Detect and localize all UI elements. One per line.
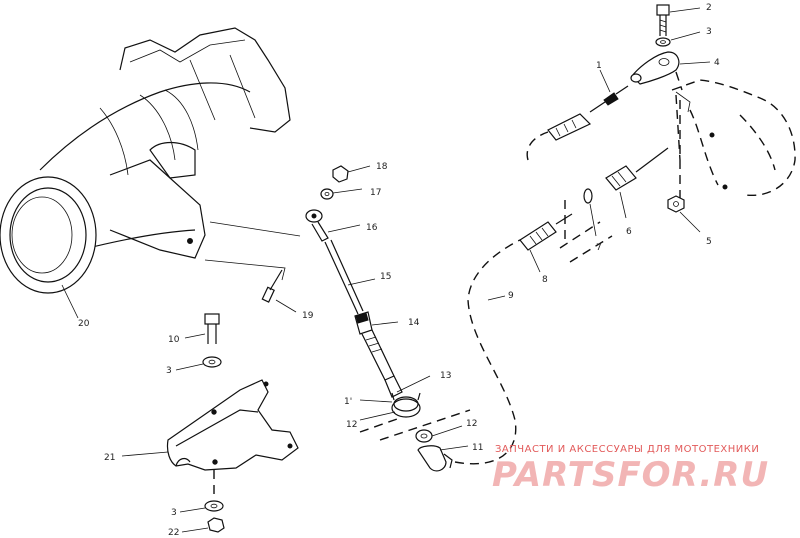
callout-11-upper: 1' [344,397,352,407]
callout-12-left: 12 [346,420,357,430]
callout-13: 13 [440,371,451,381]
part-11-housing [359,392,421,418]
callout-11-lower: 11 [472,443,483,453]
callout-5: 5 [706,237,712,247]
part-16-rod-end [305,209,361,242]
callout-1: 1 [596,61,602,71]
part-17-washer [320,188,363,200]
part-9-cable [454,239,521,465]
part-20-housing [0,27,291,319]
callout-7: 7 [596,243,602,253]
part-1-cable [526,69,629,161]
part-3-washer-mid [175,356,222,371]
part-22-nut [181,517,225,533]
part-19-bolt [261,269,297,313]
watermark-subtitle: ЗАПЧАСТИ И АКСЕССУАРЫ ДЛЯ МОТОТЕХНИКИ [495,444,760,455]
watermark-logo: PARTSFOR.RU [492,455,770,495]
connection-line [675,71,683,161]
part-8-adjuster [519,213,573,273]
callout-6: 6 [626,227,632,237]
part-11-lower-fitting [415,425,469,472]
connection-line [209,221,301,237]
part-13-nut [384,375,431,398]
callout-16: 16 [366,223,378,233]
part-18-nut [332,165,371,183]
part-2-bolt [656,4,701,36]
part-15-rod [324,239,376,315]
callout-14: 14 [408,318,420,328]
connection-line [359,409,471,441]
part-7-clip [583,188,597,237]
callout-8: 8 [542,275,548,285]
part-10-bolt [184,313,220,344]
callout-4: 4 [714,58,720,68]
callout-19: 19 [302,311,314,321]
transmission-housing [671,79,796,197]
part-12-washer-upper [359,411,396,421]
callout-15: 15 [380,272,391,282]
callout-9: 9 [508,291,514,301]
callout-21: 21 [104,453,115,463]
callout-20: 20 [78,319,90,329]
callout-12-right: 12 [466,419,477,429]
part-5-nut [667,195,701,233]
connection-line [204,259,286,281]
part-21-bracket [121,379,299,471]
part-4-rod-end [630,51,711,85]
part-3-washer [655,31,701,47]
callout-22: 22 [168,528,179,538]
callout-3: 3 [706,27,712,37]
part-14-cable-end [354,311,399,381]
callout-3-mid: 3 [166,366,172,376]
callout-18: 18 [376,162,388,172]
callout-2: 2 [706,3,712,13]
callout-10: 10 [168,335,180,345]
callout-3-lower: 3 [171,508,177,518]
callout-17: 17 [370,188,381,198]
connection-line [559,221,613,263]
part-3-washer-lower [179,500,224,513]
part-6-cable-end [605,147,669,219]
